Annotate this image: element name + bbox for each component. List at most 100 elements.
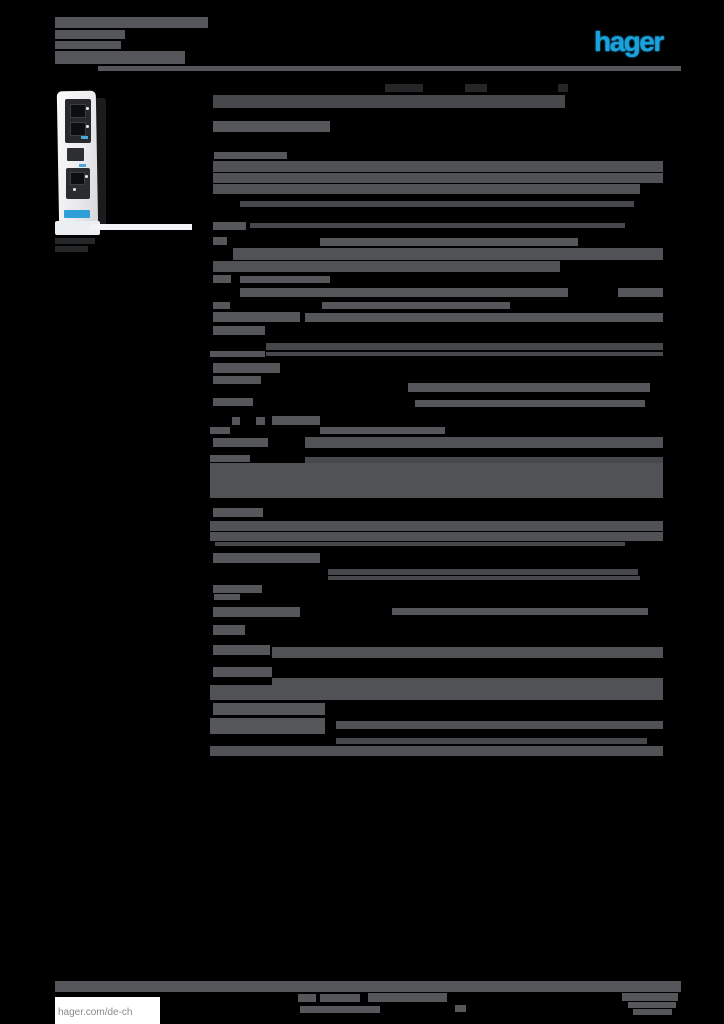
greeked-text-line (266, 343, 663, 350)
greeked-text-line (213, 184, 640, 194)
hager-logo: hager (594, 26, 664, 57)
greeked-text-line (213, 275, 231, 283)
greeked-text-line (266, 352, 663, 356)
device-port-icon (70, 122, 86, 136)
device-blue-marker-icon (81, 136, 88, 139)
greeked-text-line (213, 161, 663, 172)
greeked-text-line (558, 84, 568, 92)
device-led-icon (86, 125, 89, 128)
product-photo (52, 86, 202, 258)
greeked-text-line (213, 222, 246, 230)
greeked-text-line (210, 532, 663, 541)
greeked-text-line (55, 17, 208, 28)
greeked-text-line (213, 95, 565, 108)
greeked-text-line (328, 576, 640, 580)
greeked-text-line (618, 288, 663, 297)
greeked-text-line (55, 51, 185, 64)
greeked-text-line (240, 288, 568, 297)
greeked-text-line (55, 981, 681, 992)
device-port-icon (70, 172, 85, 185)
greeked-text-line (214, 594, 240, 600)
greeked-text-line (622, 993, 678, 1001)
greeked-text-line (213, 363, 280, 373)
greeked-text-line (392, 608, 648, 615)
greeked-text-line (55, 41, 121, 49)
greeked-text-line (233, 248, 663, 260)
greeked-text-line (385, 84, 423, 92)
greeked-text-line (305, 457, 663, 463)
greeked-text-line (328, 569, 638, 575)
greeked-text-line (256, 417, 265, 425)
greeked-text-line (213, 398, 253, 406)
device-base (55, 221, 100, 235)
website-link-box[interactable]: hager.com/de-ch (55, 997, 160, 1024)
greeked-text-line (320, 238, 578, 246)
greeked-text-line (272, 647, 663, 658)
greeked-text-line (305, 313, 663, 322)
greeked-text-line (336, 721, 663, 729)
device-lower-panel (66, 168, 90, 199)
greeked-text-line (213, 312, 300, 322)
device-led-icon (73, 188, 76, 191)
device-brand-label (64, 210, 90, 218)
greeked-text-line (213, 326, 265, 335)
greeked-text-line (213, 625, 245, 635)
greeked-text-line (210, 718, 325, 734)
greeked-text-line (213, 508, 263, 517)
greeked-text-line (628, 1002, 676, 1008)
greeked-text-line (55, 238, 95, 244)
greeked-text-line (232, 417, 240, 425)
greeked-text-line (250, 223, 625, 228)
greeked-text-line (214, 152, 287, 159)
greeked-text-line (240, 201, 634, 207)
greeked-text-line (213, 585, 262, 593)
website-url: hager.com/de-ch (58, 1007, 133, 1018)
greeked-text-line (408, 383, 650, 392)
greeked-text-line (213, 302, 230, 309)
greeked-text-line (213, 438, 268, 447)
greeked-text-line (320, 427, 445, 434)
greeked-text-line (210, 455, 250, 462)
greeked-text-line (455, 1005, 466, 1012)
device-led-icon (85, 175, 88, 178)
greeked-text-line (336, 738, 647, 744)
greeked-text-line (465, 84, 487, 92)
greeked-text-line (213, 607, 300, 617)
greeked-text-line (368, 993, 447, 1002)
greeked-text-line (633, 1009, 672, 1015)
greeked-text-line (210, 685, 663, 700)
greeked-text-line (213, 376, 261, 384)
greeked-text-line (240, 276, 330, 283)
greeked-text-line (213, 553, 320, 563)
greeked-text-line (322, 302, 510, 309)
greeked-text-line (210, 521, 663, 531)
greeked-text-line (90, 224, 192, 230)
device-blue-marker-icon (79, 164, 86, 167)
greeked-text-line (213, 121, 330, 132)
greeked-text-line (272, 416, 320, 425)
greeked-text-line (213, 261, 560, 272)
device-led-icon (86, 107, 89, 110)
greeked-text-line (298, 994, 316, 1002)
greeked-text-line (55, 246, 88, 252)
greeked-text-line (215, 542, 625, 546)
greeked-text-line (305, 437, 663, 448)
device-top-panel (65, 99, 91, 143)
greeked-text-line (210, 463, 663, 498)
greeked-text-line (320, 994, 360, 1002)
greeked-text-line (300, 1006, 380, 1013)
greeked-text-line (213, 237, 227, 245)
greeked-text-line (210, 746, 663, 756)
greeked-text-line (213, 667, 272, 677)
greeked-text-line (213, 645, 270, 655)
greeked-text-line (213, 173, 663, 183)
greeked-text-line (272, 678, 663, 686)
greeked-text-line (415, 400, 645, 407)
greeked-text-line (55, 30, 125, 39)
greeked-text-line (210, 427, 230, 434)
device-port-icon (70, 104, 86, 118)
greeked-text-line (210, 351, 265, 357)
greeked-text-line (98, 66, 681, 71)
device-mid-port (67, 148, 84, 161)
